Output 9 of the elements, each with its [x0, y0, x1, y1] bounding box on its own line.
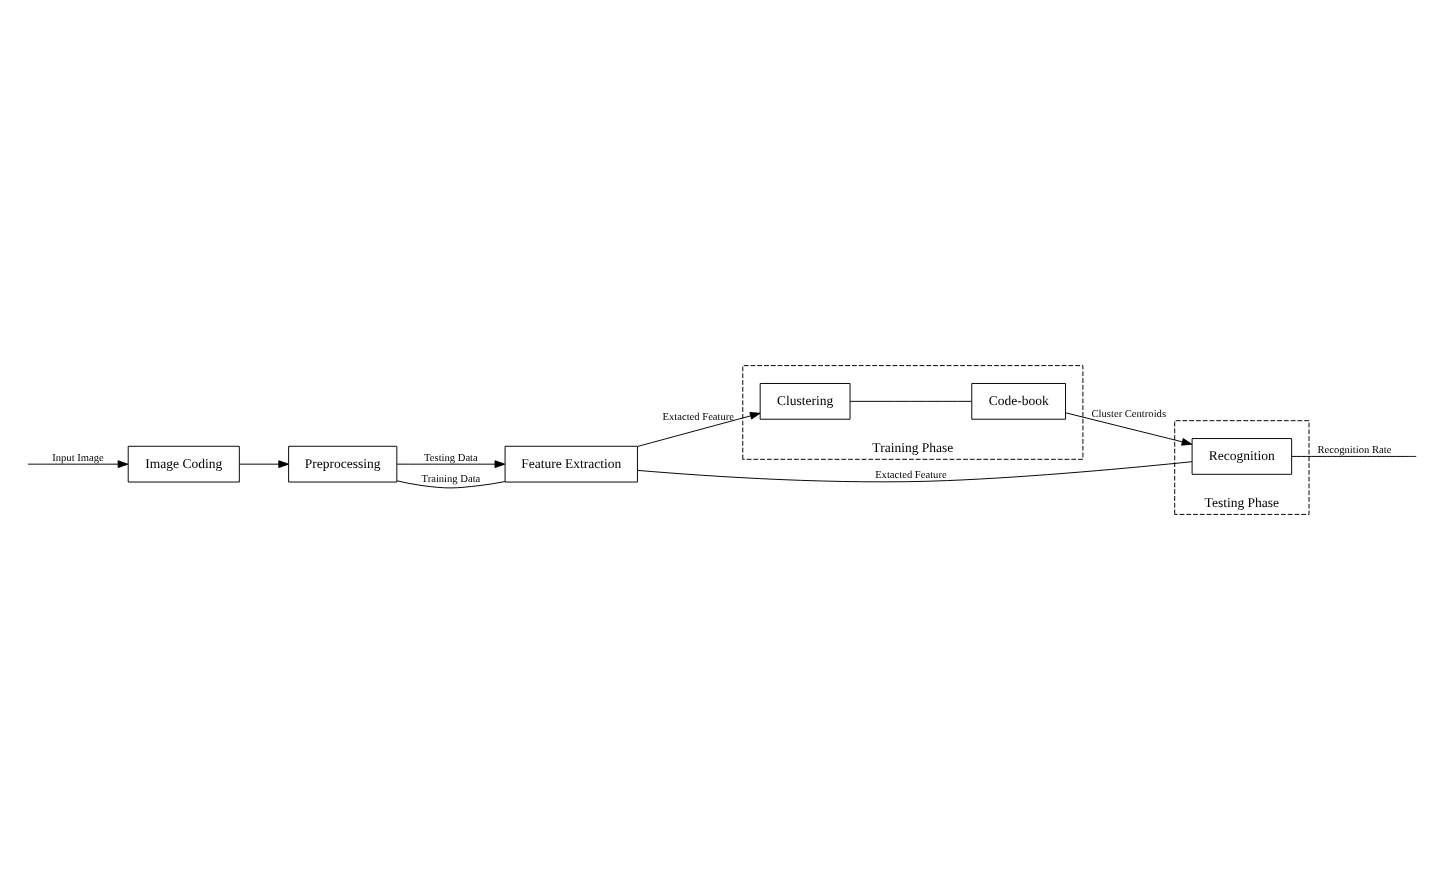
- connector: [396, 480, 506, 489]
- connector: [637, 461, 1193, 483]
- arrow: [637, 412, 761, 447]
- connector: [1291, 455, 1417, 457]
- arrow: [396, 460, 506, 469]
- arrow: [239, 460, 289, 469]
- arrow: [27, 460, 129, 469]
- arrow: [1065, 412, 1193, 446]
- connector: [849, 400, 972, 402]
